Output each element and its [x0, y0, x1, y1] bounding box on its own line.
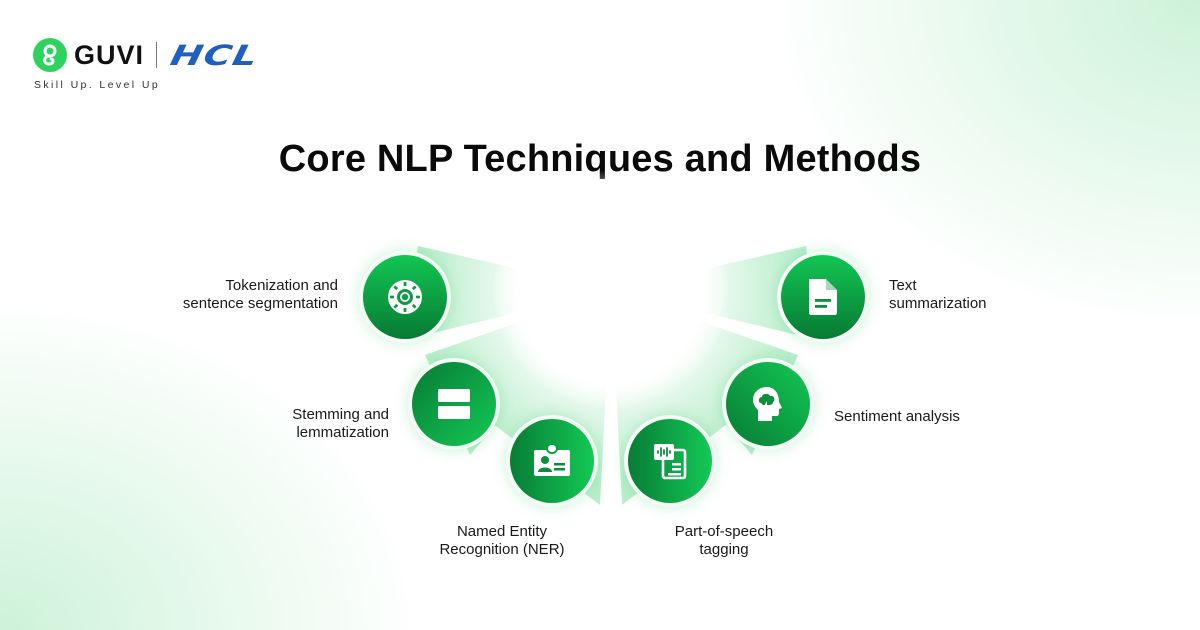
- node-stemming: [408, 358, 500, 450]
- label-tokenization: Tokenization and sentence segmentation: [182, 277, 338, 312]
- node-ner: [506, 415, 598, 507]
- node-sentiment: [722, 358, 814, 450]
- label-summarization: Text summarization: [889, 277, 987, 312]
- guvi-wordmark: GUVI: [74, 39, 145, 70]
- brand-logo: GUVI HCL Skill Up. Level Up: [33, 38, 262, 91]
- head-brainstorm-icon: [753, 387, 782, 421]
- node-pos: [624, 415, 716, 507]
- node-summarization: [777, 251, 869, 343]
- two-bars-icon: [438, 389, 470, 419]
- label-pos: Part-of-speech tagging: [674, 523, 774, 558]
- audio-transcript-icon: [654, 444, 687, 480]
- label-sentiment: Sentiment analysis: [834, 408, 960, 425]
- id-badge-icon: [534, 443, 570, 476]
- label-ner: Named Entity Recognition (NER): [439, 523, 565, 558]
- brand-tagline: Skill Up. Level Up: [34, 79, 161, 91]
- logo-divider: [156, 42, 158, 68]
- document-icon: [809, 279, 837, 315]
- node-tokenization: [359, 251, 451, 343]
- label-stemming: Stemming and lemmatization: [292, 406, 389, 441]
- bearing-ring-icon: [388, 280, 422, 314]
- guvi-logo-icon: [33, 38, 67, 72]
